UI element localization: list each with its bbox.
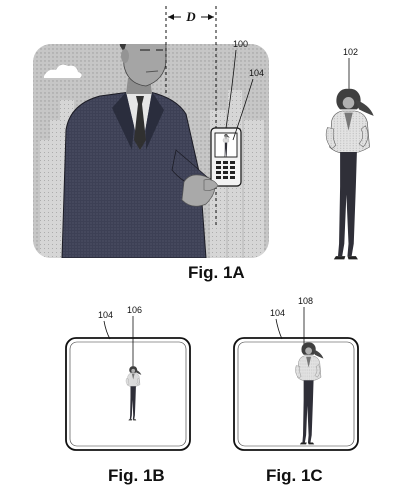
- fig1b-label: Fig. 1B: [108, 466, 165, 485]
- fig1c-ref-subject: 108: [298, 296, 313, 306]
- fig1c-label: Fig. 1C: [266, 466, 323, 485]
- fig1c-ref-frame: 104: [270, 308, 285, 318]
- mobile-phone-icon: [203, 127, 242, 191]
- ref-subject-number: 102: [343, 47, 358, 57]
- distance-label: D: [185, 9, 196, 24]
- fig1a-label: Fig. 1A: [188, 263, 245, 282]
- ref-phone-number: 100: [233, 39, 248, 49]
- fig1b-frame: 104 106: [65, 305, 191, 451]
- cloud-icon: [44, 64, 82, 78]
- woman-figure-icon: 102: [325, 47, 375, 260]
- fig1b-ref-subject: 106: [127, 305, 142, 315]
- fig1b-ref-frame: 104: [98, 310, 113, 320]
- ref-screen-number: 104: [249, 68, 264, 78]
- man-figure-icon: [61, 44, 217, 258]
- fig1c-frame: 104 108: [233, 296, 359, 451]
- fig1a-scene: D 100 104: [33, 6, 269, 258]
